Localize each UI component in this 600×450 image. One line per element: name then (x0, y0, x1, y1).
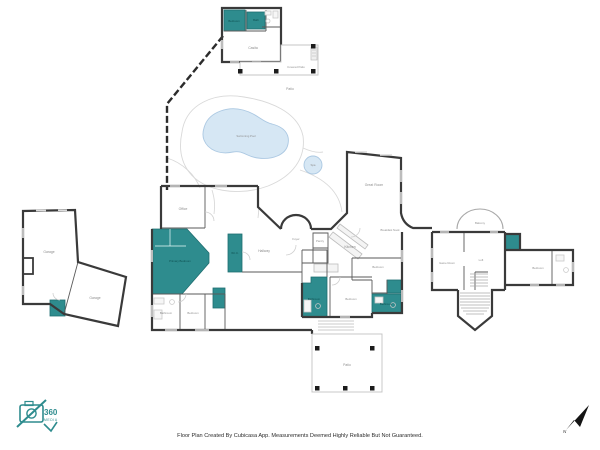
room-label-yard: Patio (286, 87, 294, 91)
yard-fence (165, 35, 224, 190)
room-label-garage-1: Garage (43, 250, 54, 254)
room-label-breakfast-nook: Breakfast Nook (380, 228, 400, 232)
room-label-bath-4: Bathroom (380, 302, 393, 306)
company-logo: 360 MEDIA (16, 399, 58, 433)
highlighted-rooms (151, 228, 402, 318)
room-label-spa: Spa (311, 163, 316, 167)
room-label-bedroom-3: Bedroom (345, 297, 357, 301)
room-label-covered-patio: Covered Patio (287, 65, 305, 69)
room-label-bedroom-2: Bedroom (187, 311, 199, 315)
pool-house-covered-patio: Covered Patio (238, 44, 319, 76)
room-label-office: Office (179, 207, 188, 211)
room-label-bedroom-5: Bedroom (532, 266, 544, 270)
room-label-swimming-pool: Swimming Pool (236, 134, 256, 138)
room-label-casita-bedroom: Bedroom (228, 19, 240, 23)
room-label-loft: Loft (479, 258, 484, 262)
room-label-bedroom-4: Bedroom (372, 265, 384, 269)
room-label-hallway: Hallway (258, 249, 270, 253)
room-label-closet: W.I.C. (231, 251, 239, 255)
garage-building: Garage Garage (21, 208, 128, 328)
room-label-balcony: Balcony (475, 221, 486, 225)
room-label-kitchen: Kitchen (344, 245, 355, 249)
room-label-great-room: Great Room (365, 183, 384, 187)
pool-house: Casita Bedroom Bath (220, 6, 283, 64)
back-porch: Patio (311, 333, 383, 393)
logo-number: 360 (44, 408, 58, 417)
swimming-pool: Swimming Pool (202, 108, 289, 159)
logo-name: MEDIA (44, 418, 58, 422)
main-house: Office Primary Bedroom W.I.C. Hallway Fo… (150, 150, 432, 334)
room-label-bath-2: Bathroom (160, 311, 173, 315)
spa: Spa (303, 155, 323, 175)
patio-columns (238, 44, 316, 74)
room-label-garage-2: Garage (89, 296, 100, 300)
room-label-game-room: Game Room (439, 261, 456, 265)
room-label-primary-bedroom: Primary Bedroom (169, 259, 191, 263)
room-label-bath-3: Bathroom (308, 297, 321, 301)
room-label-casita: Casita (248, 46, 258, 50)
north-arrow-icon (566, 405, 589, 430)
north-arrow: N (563, 405, 589, 434)
room-label-casita-bath: Bath (253, 18, 259, 22)
north-label: N (563, 429, 567, 434)
room-label-pantry: Pantry (316, 239, 325, 243)
room-label-porch: Patio (343, 363, 351, 367)
logo-swoosh (43, 421, 58, 433)
camera-icon (24, 400, 34, 407)
room-label-foyer: Foyer (292, 237, 299, 241)
porch-columns (315, 346, 375, 391)
footer-disclaimer: Floor Plan Created By Cubicasa App. Meas… (177, 433, 423, 439)
guest-building: Balcony Game Room (430, 208, 575, 332)
